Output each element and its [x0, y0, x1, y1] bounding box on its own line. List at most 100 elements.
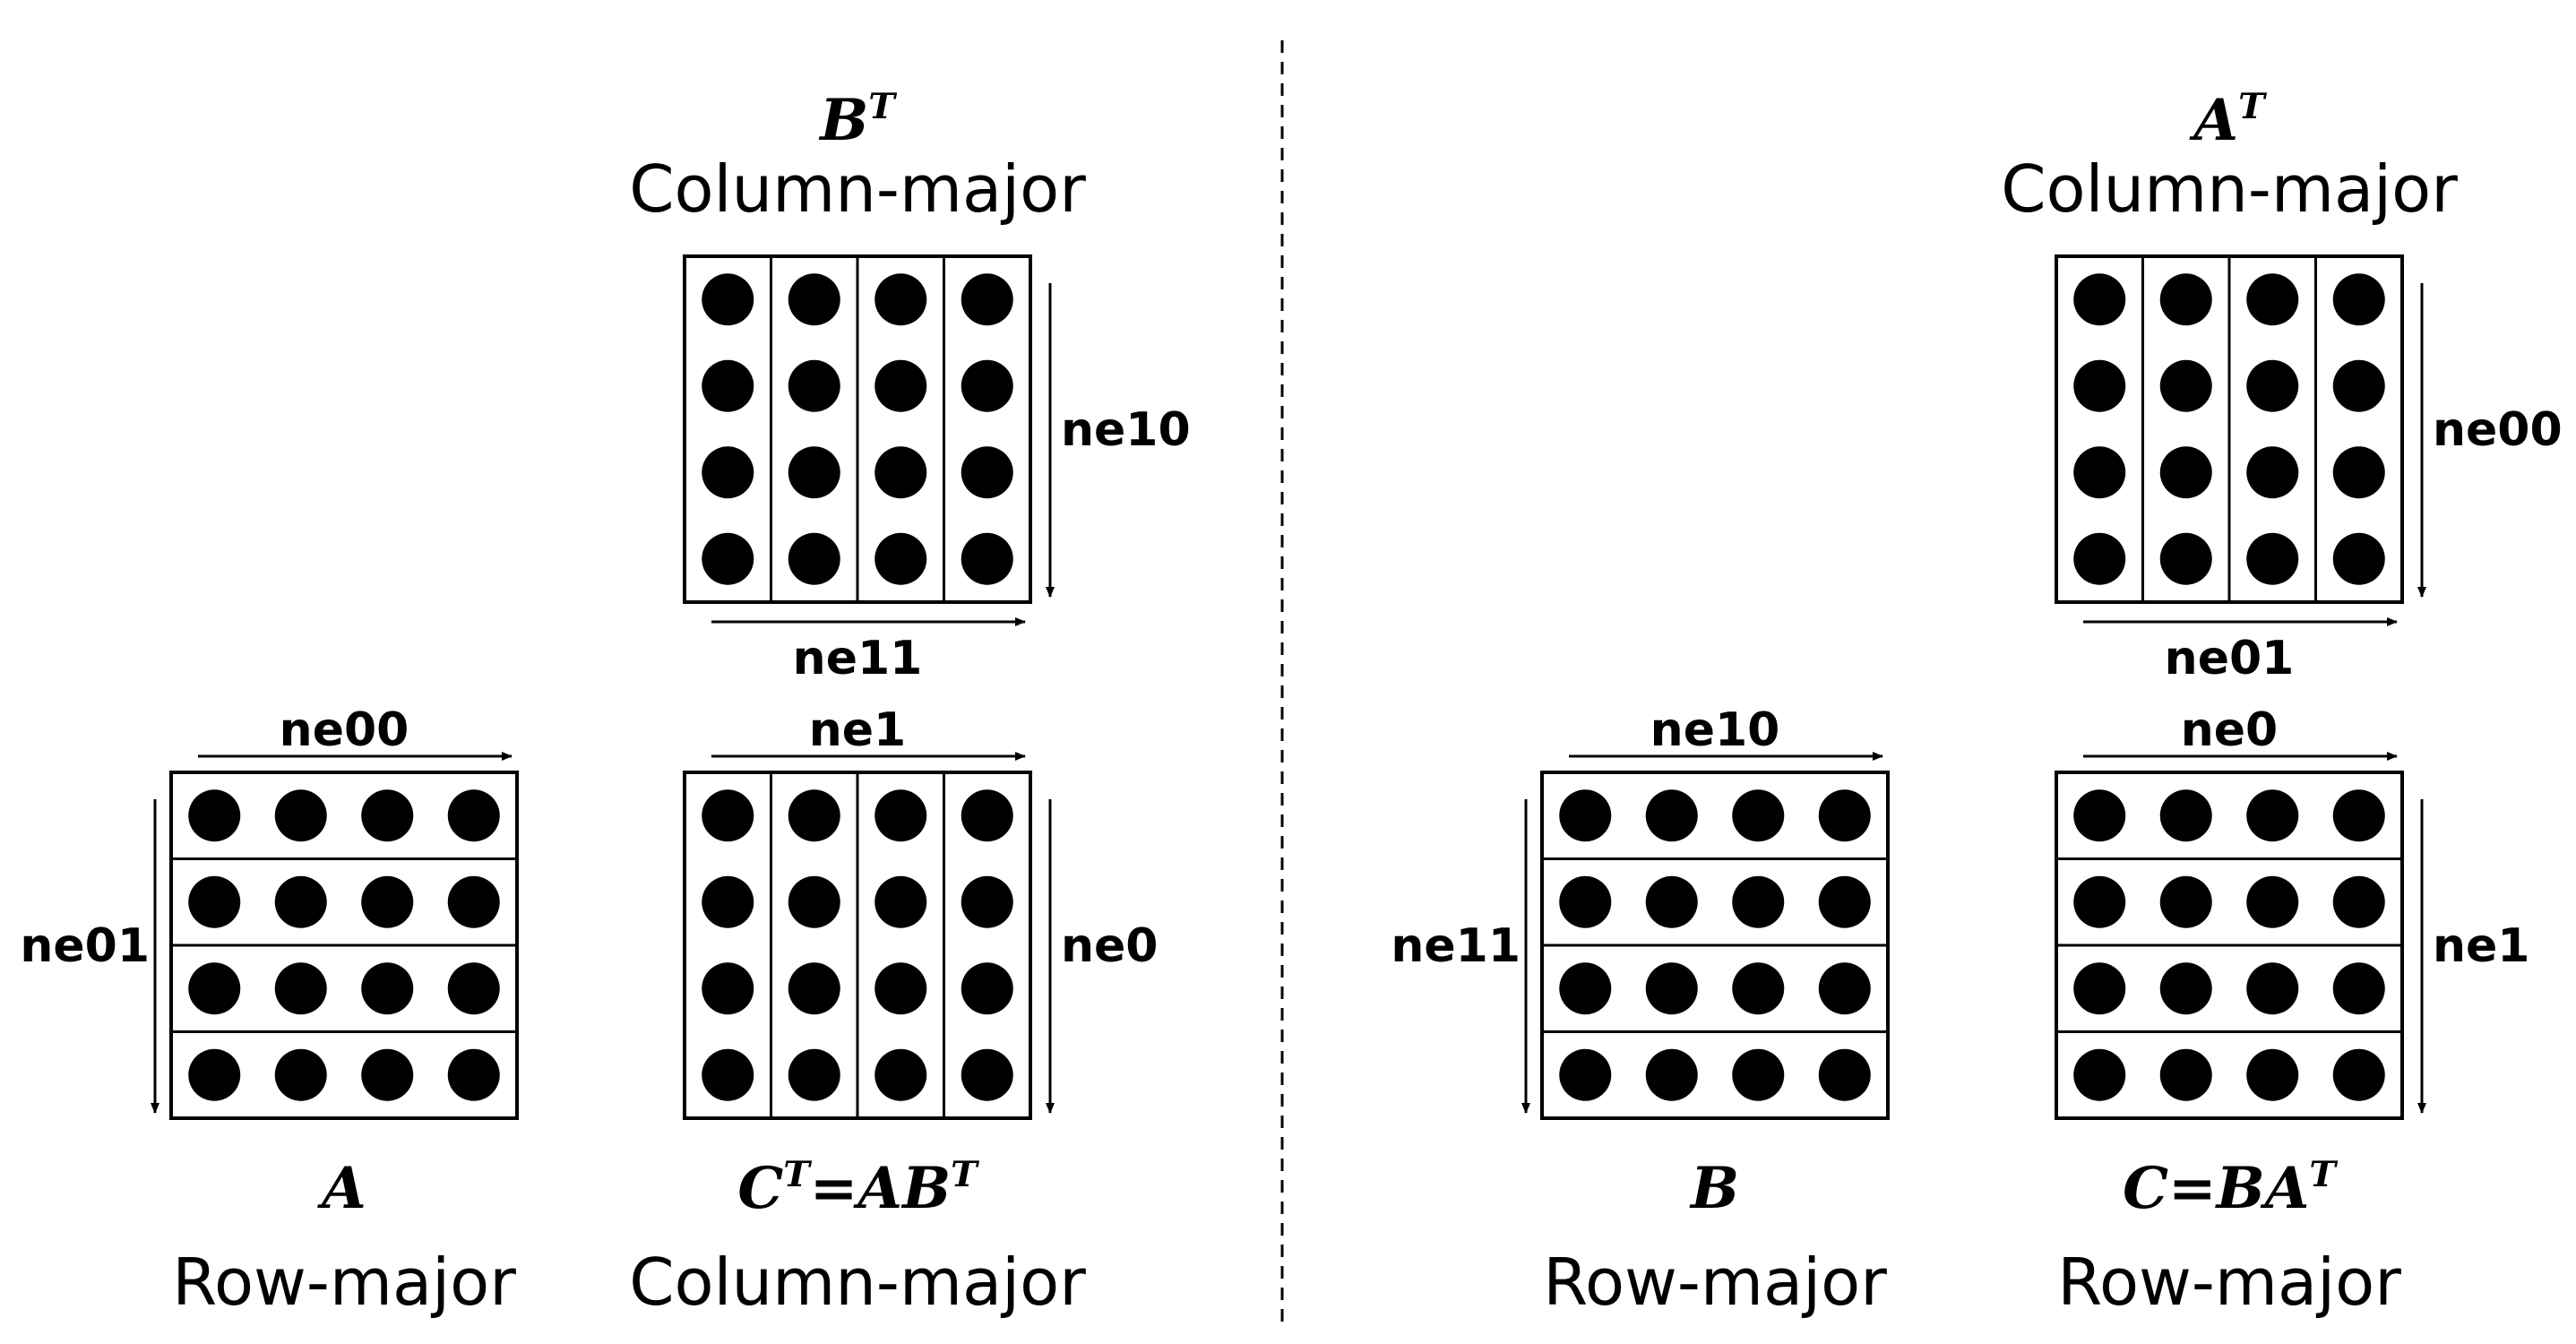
matrix-element-dot [2246, 446, 2299, 499]
matrix-symbol: A [317, 1155, 366, 1222]
matrix-element-dot [188, 789, 241, 842]
matrix-element-dot [447, 875, 500, 928]
matrix-element-dot [2159, 875, 2212, 928]
matrix-element-dot [2332, 789, 2385, 842]
matrix-element-dot [1732, 875, 1785, 928]
storage-layout-label: Column-major [2001, 151, 2458, 227]
matrix-element-dot [188, 875, 241, 928]
matrix-element-dot [2332, 962, 2385, 1015]
matrix-element-dot [788, 359, 840, 412]
matrix-element-dot [2332, 1048, 2385, 1101]
matrix-element-dot [2246, 532, 2299, 585]
matrix-element-dot [2159, 789, 2212, 842]
horizontal-dimension-label: ne1 [809, 703, 906, 757]
matrix-element-dot [361, 962, 414, 1015]
matrix-title: CT=ABT [737, 1154, 979, 1222]
vertical-dimension-label: ne11 [1391, 919, 1521, 973]
matrix-element-dot [2073, 273, 2126, 326]
matrix-element-dot [1645, 962, 1698, 1015]
matrix-element-dot [961, 359, 1013, 412]
matrix-title: AT [2189, 86, 2267, 154]
matrix-element-dot [1818, 962, 1871, 1015]
matrices-layer: ne11ne10BTColumn-majorne00ne01ARow-major… [20, 86, 2562, 1320]
storage-layout-label: Row-major [1543, 1245, 1887, 1320]
matrix-element-dot [702, 359, 754, 412]
horizontal-dimension-label: ne10 [1650, 703, 1780, 757]
matrix-element-dot [447, 1048, 500, 1101]
matrix-element-dot [702, 789, 754, 842]
matrix-element-dot [2073, 446, 2126, 499]
matrix-expression: =BA [2168, 1155, 2309, 1222]
matrix-element-dot [2159, 273, 2212, 326]
matrix-element-dot [788, 875, 840, 928]
matrix-element-dot [2246, 273, 2299, 326]
matrix-element-dot [2246, 875, 2299, 928]
matrix-element-dot [447, 789, 500, 842]
matrix-element-dot [2159, 446, 2212, 499]
matrix-expression-superscript: T [2309, 1154, 2338, 1195]
matrix-element-dot [274, 875, 327, 928]
matrix-element-dot [1732, 789, 1785, 842]
matrix-element-dot [1559, 875, 1612, 928]
matrix-element-dot [2332, 532, 2385, 585]
matrix-element-dot [2246, 789, 2299, 842]
matrix-element-dot [2332, 875, 2385, 928]
matrix-element-dot [274, 962, 327, 1015]
matrix-element-dot [2246, 962, 2299, 1015]
matrix-element-dot [961, 532, 1013, 585]
matrix-title: BT [818, 86, 897, 154]
matrix-element-dot [1732, 962, 1785, 1015]
matrix-element-dot [961, 446, 1013, 499]
matrix-symbol: A [2189, 87, 2238, 154]
matrix-element-dot [2073, 962, 2126, 1015]
storage-layout-label: Column-major [629, 151, 1086, 227]
matrix-element-dot [874, 446, 927, 499]
matrix-element-dot [2159, 532, 2212, 585]
storage-layout-label: Row-major [2057, 1245, 2401, 1320]
matrix-element-dot [361, 875, 414, 928]
matrix-element-dot [702, 532, 754, 585]
horizontal-dimension-label: ne11 [793, 632, 923, 685]
matrix-element-dot [788, 532, 840, 585]
vertical-dimension-label: ne0 [1061, 919, 1158, 973]
matrix-element-dot [788, 446, 840, 499]
matrix-element-dot [1559, 1048, 1612, 1101]
matrix-element-dot [1818, 1048, 1871, 1101]
matrix-element-dot [2246, 359, 2299, 412]
matrix-element-dot [2332, 359, 2385, 412]
storage-layout-label: Row-major [172, 1245, 516, 1320]
matrix-title: B [1689, 1155, 1739, 1222]
matrix-element-dot [1818, 789, 1871, 842]
vertical-dimension-label: ne00 [2433, 403, 2563, 457]
matrix-element-dot [2159, 962, 2212, 1015]
horizontal-dimension-label: ne01 [2165, 632, 2295, 685]
matrix-element-dot [702, 875, 754, 928]
matrix-element-dot [2332, 446, 2385, 499]
matrix-element-dot [361, 789, 414, 842]
matrix-element-dot [188, 962, 241, 1015]
matrix-symbol-superscript: T [868, 86, 897, 127]
matrix-symbol-superscript: T [2238, 86, 2267, 127]
matrix-element-dot [961, 1048, 1013, 1101]
matrix-element-dot [961, 273, 1013, 326]
matrix-element-dot [188, 1048, 241, 1101]
matrix-symbol: B [818, 87, 868, 154]
matrix-element-dot [361, 1048, 414, 1101]
matrix-element-dot [2073, 1048, 2126, 1101]
matrix-element-dot [1732, 1048, 1785, 1101]
matrix-element-dot [874, 789, 927, 842]
matrix-element-dot [1559, 962, 1612, 1015]
matrix-element-dot [2073, 532, 2126, 585]
matrix-element-dot [788, 962, 840, 1015]
matrix-element-dot [702, 273, 754, 326]
matrix-title: C=BAT [2123, 1154, 2338, 1222]
matrix-element-dot [961, 789, 1013, 842]
matrix-element-dot [702, 446, 754, 499]
horizontal-dimension-label: ne00 [280, 703, 409, 757]
matrix-element-dot [874, 532, 927, 585]
